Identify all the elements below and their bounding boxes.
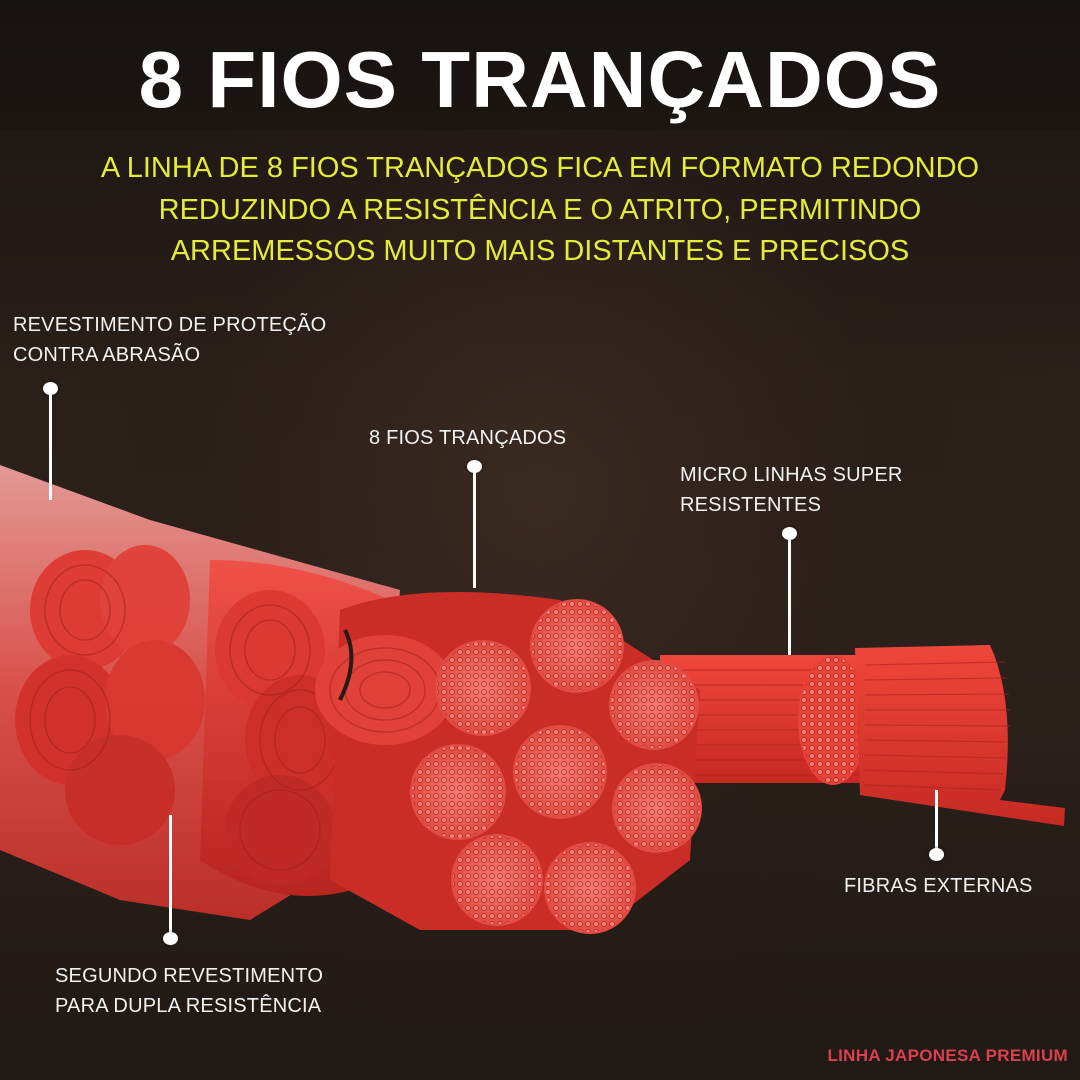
callout-line: REVESTIMENTO DE PROTEÇÃO [13, 314, 327, 336]
pin-line [49, 392, 52, 500]
callout-second-coating: SEGUNDO REVESTIMENTO PARA DUPLA RESISTÊN… [55, 961, 323, 1021]
callout-line: RESISTENTES [680, 494, 822, 516]
pin-line [169, 815, 172, 935]
callout-line: MICRO LINHAS SUPER [680, 464, 903, 486]
callout-line: FIBRAS EXTERNAS [844, 875, 1033, 897]
callout-line: 8 FIOS TRANÇADOS [369, 427, 567, 449]
callout-protective-coating: REVESTIMENTO DE PROTEÇÃO CONTRA ABRASÃO [13, 310, 326, 370]
callout-outer-fibers: FIBRAS EXTERNAS [844, 871, 1033, 901]
callout-line: PARA DUPLA RESISTÊNCIA [55, 995, 322, 1017]
callout-eight-strands: 8 FIOS TRANÇADOS [369, 423, 566, 453]
page-title: 8 FIOS TRANÇADOS [138, 35, 942, 124]
pin-line [788, 537, 791, 655]
pin-line [935, 790, 938, 852]
subtitle-line: A LINHA DE 8 FIOS TRANÇADOS FICA EM FORM… [100, 152, 980, 184]
pin-dot [782, 527, 797, 540]
brand-label: LINHA JAPONESA PREMIUM [827, 1046, 1068, 1065]
callout-line: SEGUNDO REVESTIMENTO [55, 965, 324, 987]
pin-line [473, 470, 476, 588]
header-band [0, 0, 1080, 130]
subtitle: A LINHA DE 8 FIOS TRANÇADOS FICA EM FORM… [40, 148, 1040, 273]
pin-dot [163, 932, 178, 945]
pin-dot [929, 848, 944, 861]
pin-dot [43, 382, 58, 395]
pin-dot [467, 460, 482, 473]
subtitle-line: ARREMESSOS MUITO MAIS DISTANTES E PRECIS… [170, 235, 910, 267]
callout-micro-lines: MICRO LINHAS SUPER RESISTENTES [680, 460, 903, 520]
callout-line: CONTRA ABRASÃO [13, 344, 201, 366]
subtitle-line: REDUZINDO A RESISTÊNCIA E O ATRITO, PERM… [158, 193, 922, 226]
